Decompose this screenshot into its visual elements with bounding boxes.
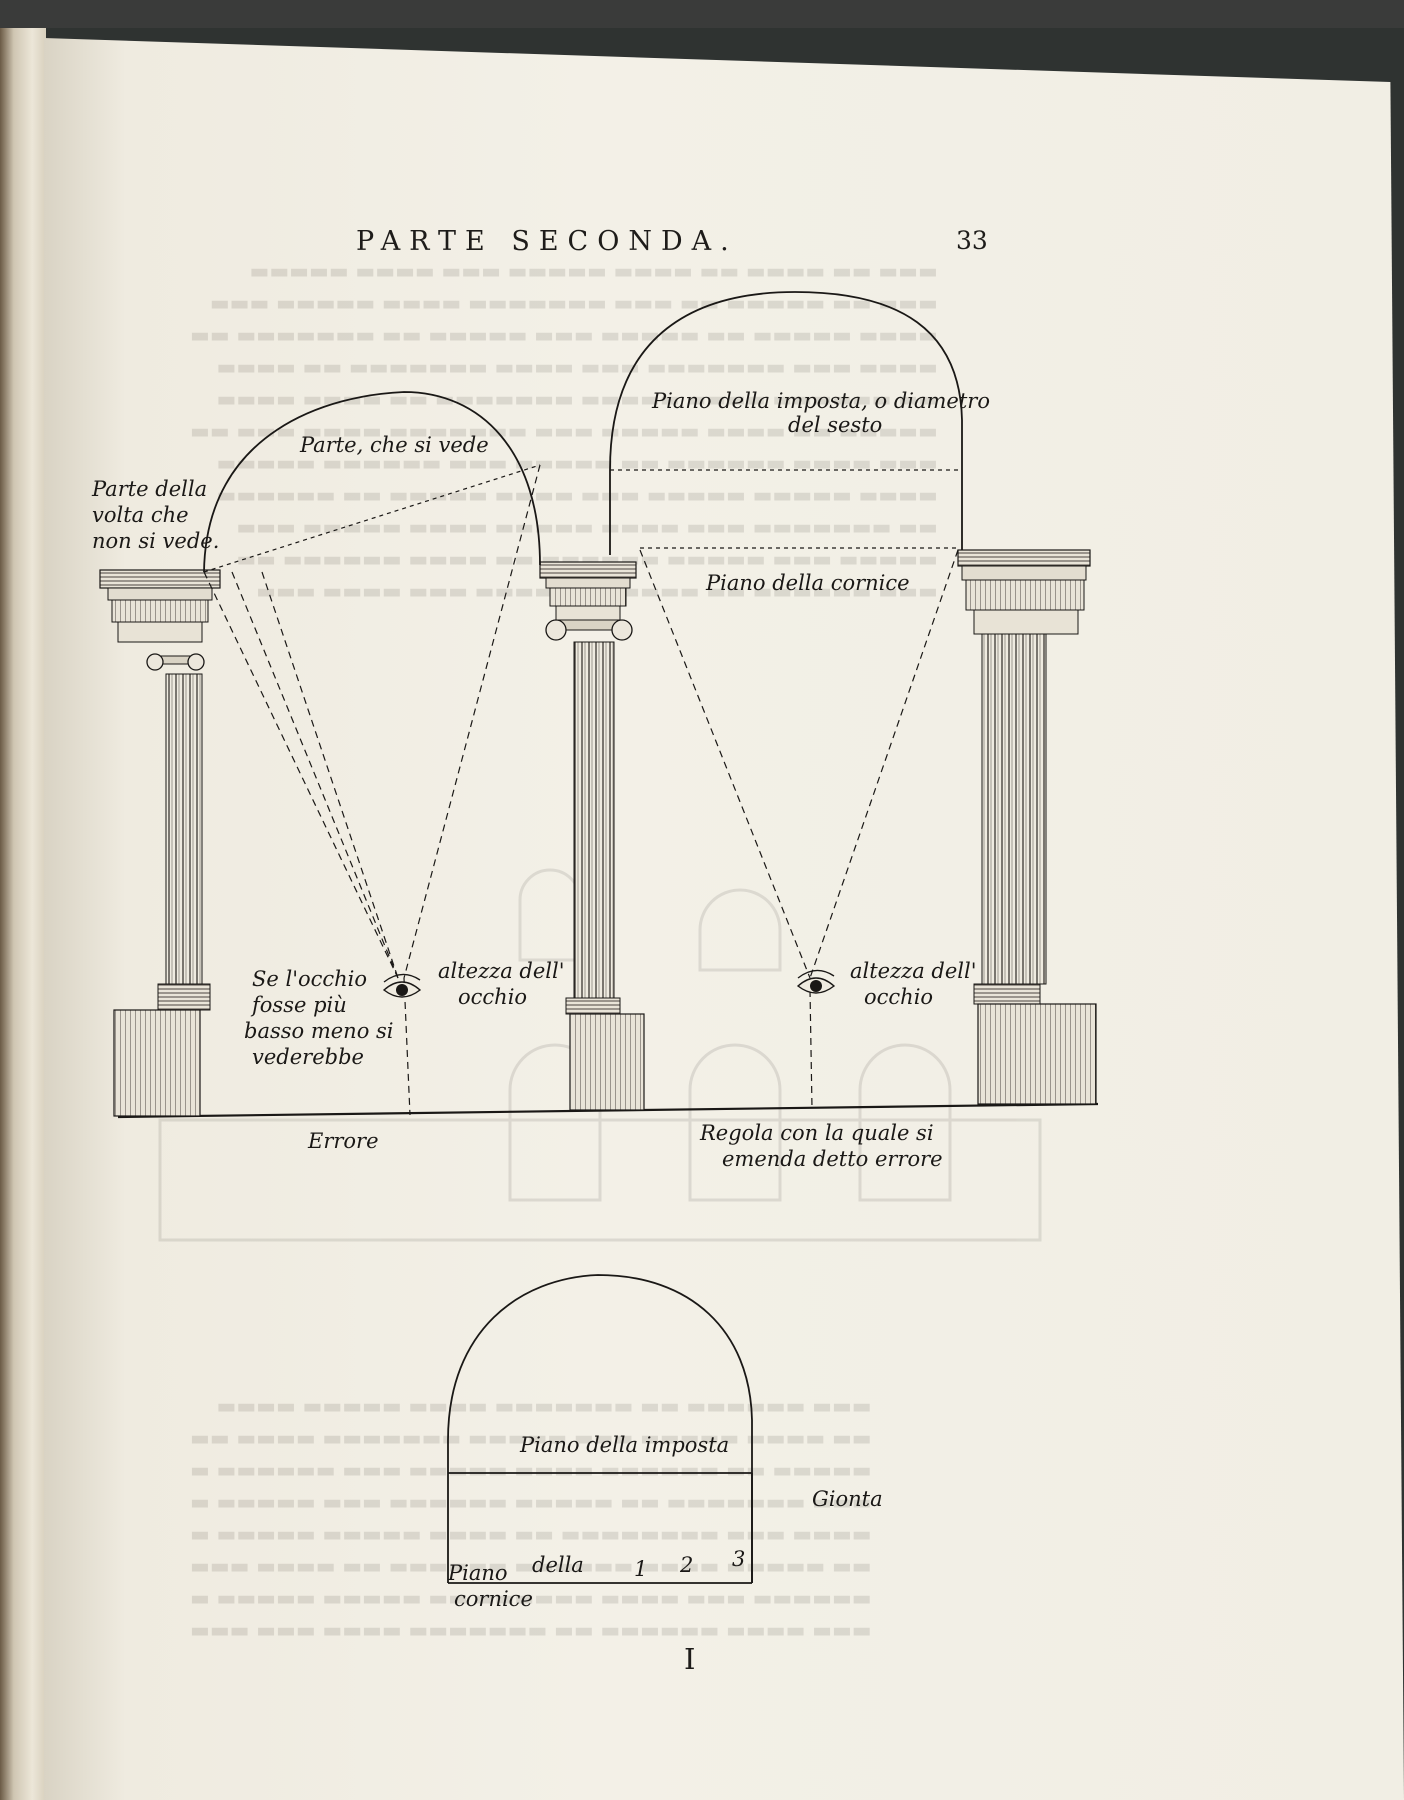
label-altezza-occhio-left-1: altezza dell' <box>438 959 565 983</box>
label-se-occhio-4: vederebbe <box>252 1045 364 1069</box>
eye-right-icon <box>796 969 836 994</box>
label-piano-cornice-top: Piano della cornice <box>705 571 910 595</box>
label-se-occhio-3: basso meno si <box>244 1019 394 1043</box>
label-se-occhio-2: fosse più <box>250 993 347 1017</box>
label-number-3: 3 <box>732 1547 745 1571</box>
book-page <box>44 38 1404 1800</box>
label-gionta: Gionta <box>812 1487 883 1511</box>
label-number-1: 1 <box>634 1557 647 1581</box>
label-piano-lower: Piano <box>447 1561 508 1585</box>
label-piano-imposta-diametro-1: Piano della imposta, o diametro <box>651 389 990 413</box>
left-column <box>99 569 221 1117</box>
page-number: 33 <box>956 226 988 255</box>
bleed-through-engraving <box>158 868 1042 1242</box>
label-parte-che-si-vede: Parte, che si vede <box>299 433 489 457</box>
label-regola-1: Regola con la quale si <box>699 1121 934 1145</box>
lower-diagram <box>447 1274 753 1584</box>
middle-column <box>539 561 645 1111</box>
left-page-edge <box>0 28 46 1800</box>
label-number-2: 2 <box>679 1553 693 1577</box>
label-regola-2: emenda detto errore <box>722 1147 943 1171</box>
label-parte-della-volta: Parte della volta che non si vede. <box>91 477 219 553</box>
label-se-occhio-1: Se l'occhio <box>252 967 367 991</box>
label-altezza-occhio-right-1: altezza dell' <box>850 959 977 983</box>
label-piano-imposta-diametro-2: del sesto <box>788 413 882 437</box>
label-altezza-occhio-left-2: occhio <box>458 985 527 1009</box>
sight-lines <box>203 464 962 1116</box>
label-cornice-lower: cornice <box>454 1587 533 1611</box>
label-parte-della-volta-1: Parte della <box>91 477 207 501</box>
label-della-lower: della <box>532 1553 584 1577</box>
left-arch <box>203 391 541 573</box>
right-column <box>957 549 1097 1105</box>
window-top-bar <box>0 0 1404 28</box>
label-parte-della-volta-2: volta che <box>92 503 189 527</box>
label-piano-imposta-lower: Piano della imposta <box>519 1433 729 1457</box>
running-header-title: PARTE SECONDA. <box>356 226 738 257</box>
label-errore: Errore <box>307 1129 379 1153</box>
label-parte-della-volta-3: non si vede. <box>92 529 219 553</box>
right-arch <box>609 291 963 555</box>
label-altezza-occhio-right-2: occhio <box>864 985 933 1009</box>
eye-left-icon <box>382 973 422 998</box>
signature-mark: I <box>684 1642 696 1676</box>
